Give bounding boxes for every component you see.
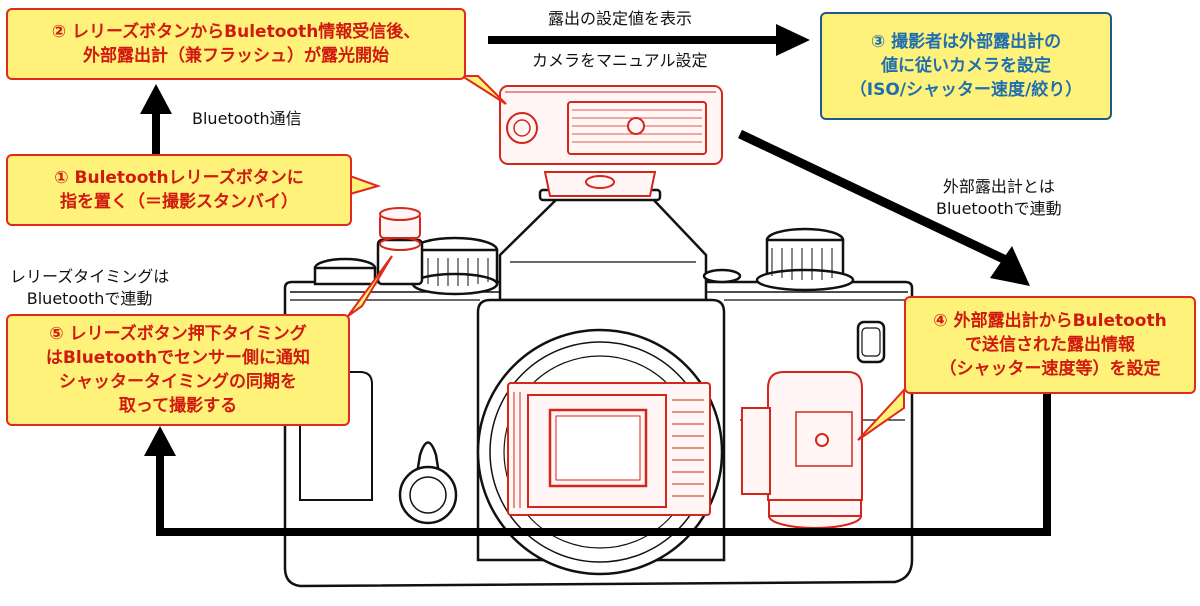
pointer-step5 bbox=[347, 255, 393, 317]
step1-callout: ① Buletoothレリーズボタンに 指を置く（＝撮影スタンバイ） bbox=[6, 154, 352, 226]
pointer-step2 bbox=[458, 75, 507, 105]
step2-line1: ② レリーズボタンからBuletooth情報受信後、 bbox=[51, 22, 421, 42]
step5-callout: ⑤ レリーズボタン押下タイミング はBluetoothでセンサー側に通知 シャッ… bbox=[6, 314, 350, 426]
arrow-step1-to-step2 bbox=[152, 112, 160, 160]
bluetooth-release-button-icon bbox=[379, 207, 421, 251]
release-timing-line2: Bluetoothで連動 bbox=[26, 289, 153, 308]
arrow-to-step3-head bbox=[776, 24, 810, 56]
step3-line1: ③ 撮影者は外部露出計の bbox=[870, 32, 1062, 52]
arrow-return-bottom bbox=[156, 528, 1051, 536]
pointer-step1 bbox=[349, 174, 382, 196]
arrow-return-left bbox=[156, 452, 164, 536]
step4-line1: ④ 外部露出計からBuletooth bbox=[933, 311, 1167, 331]
step5-line1: ⑤ レリーズボタン押下タイミング bbox=[49, 324, 307, 344]
step5-line4: 取って撮影する bbox=[118, 396, 238, 416]
step3-line2: 値に従いカメラを設定 bbox=[881, 56, 1051, 76]
image-sensor-icon bbox=[507, 382, 711, 516]
pointer-step4 bbox=[857, 387, 905, 441]
meter-link-line1: 外部露出計とは bbox=[942, 177, 1055, 196]
arrow-to-step3 bbox=[488, 36, 778, 44]
exposure-meter-flash-icon bbox=[499, 85, 723, 197]
release-timing-label: レリーズタイミングは Bluetoothで連動 bbox=[10, 266, 169, 310]
step4-line2: で送信された露出情報 bbox=[965, 335, 1135, 355]
meter-link-line2: Bluetoothで連動 bbox=[936, 199, 1062, 218]
arrow-meter-to-step4-head bbox=[990, 246, 1030, 286]
arrow-return-head bbox=[144, 426, 176, 456]
step1-line1: ① Buletoothレリーズボタンに bbox=[54, 168, 304, 188]
release-timing-line1: レリーズタイミングは bbox=[10, 267, 170, 286]
step4-line3: （シャッター速度等）を設定 bbox=[939, 359, 1161, 379]
step3-line3: （ISO/シャッター速度/絞り） bbox=[849, 80, 1083, 100]
exposure-display-label: 露出の設定値を表示 bbox=[548, 9, 693, 28]
bluetooth-comm-label: Bluetooth通信 bbox=[192, 109, 302, 128]
manual-setting-label: カメラをマニュアル設定 bbox=[532, 51, 708, 70]
arrow-return-right bbox=[1043, 392, 1051, 536]
step4-callout: ④ 外部露出計からBuletooth で送信された露出情報 （シャッター速度等）… bbox=[904, 296, 1196, 394]
bluetooth-receiver-module-icon bbox=[741, 371, 863, 529]
meter-link-label: 外部露出計とは Bluetoothで連動 bbox=[936, 176, 1062, 220]
step2-callout: ② レリーズボタンからBuletooth情報受信後、 外部露出計（兼フラッシュ）… bbox=[6, 8, 466, 80]
step1-line2: 指を置く（＝撮影スタンバイ） bbox=[60, 192, 298, 212]
step5-line3: シャッタータイミングの同期を bbox=[59, 372, 297, 392]
step2-line2: 外部露出計（兼フラッシュ）が露光開始 bbox=[83, 46, 389, 66]
step3-callout: ③ 撮影者は外部露出計の 値に従いカメラを設定 （ISO/シャッター速度/絞り） bbox=[820, 12, 1112, 120]
step5-line2: はBluetoothでセンサー側に通知 bbox=[45, 348, 311, 368]
flow-arrows bbox=[140, 24, 1051, 536]
callout-pointers bbox=[347, 75, 905, 441]
arrow-meter-to-step4 bbox=[738, 129, 1012, 267]
arrow-step1-to-step2-head bbox=[140, 84, 172, 114]
